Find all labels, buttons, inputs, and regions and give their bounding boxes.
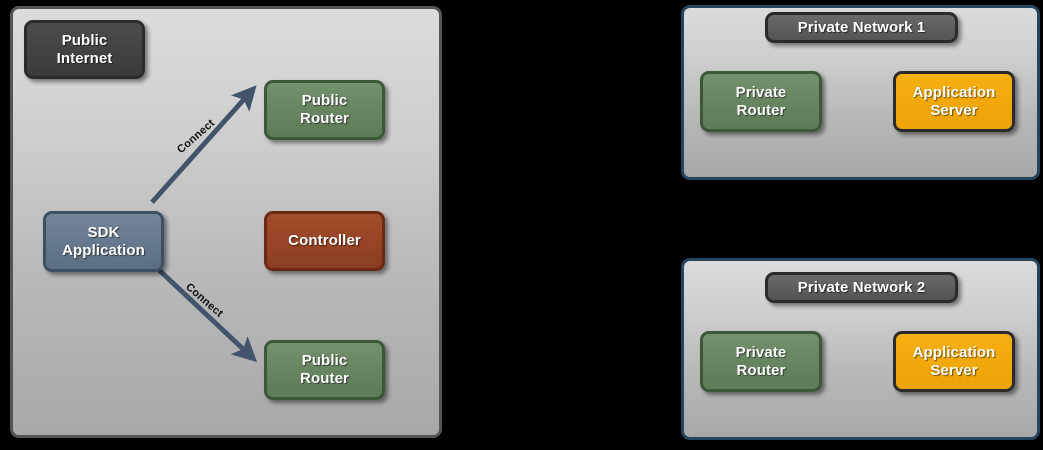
public-internet-line1: Public xyxy=(61,31,108,49)
public-router-2-line2: Router xyxy=(300,370,349,387)
application-server-2-line2: Server xyxy=(930,361,978,379)
application-server-node-1[interactable]: Application Server xyxy=(893,71,1015,132)
application-server-1-line1: Application xyxy=(912,83,996,101)
sdk-application-line1: SDK xyxy=(87,223,120,241)
public-internet-panel: Public Internet SDK Application Public R… xyxy=(10,6,442,438)
private-router-node-2[interactable]: Private Router xyxy=(700,331,822,392)
private-network-2-title: Private Network 2 xyxy=(797,278,926,296)
controller-node[interactable]: Controller xyxy=(264,211,385,271)
private-network-2-title-badge: Private Network 2 xyxy=(765,272,958,303)
sdk-application-node[interactable]: SDK Application xyxy=(43,211,164,272)
edge-label-connect-2: Connect xyxy=(183,281,226,320)
public-router-2-line1: Public xyxy=(301,352,348,369)
edge-sdk-to-router-2 xyxy=(150,261,258,363)
application-server-2-line1: Application xyxy=(912,343,996,361)
private-router-node-1[interactable]: Private Router xyxy=(700,71,822,132)
private-router-1-line1: Private xyxy=(735,83,787,101)
public-internet-line2: Internet xyxy=(56,49,113,67)
private-network-1-title-badge: Private Network 1 xyxy=(765,12,958,43)
private-router-2-line2: Router xyxy=(736,361,786,379)
sdk-application-line2: Application xyxy=(62,241,145,259)
application-server-1-line2: Server xyxy=(930,101,978,119)
edge-label-connect-1: Connect xyxy=(175,117,218,157)
edge-sdk-to-router-1 xyxy=(150,85,257,204)
private-network-1-title: Private Network 1 xyxy=(797,18,926,36)
public-router-1-line2: Router xyxy=(300,110,349,127)
public-router-node-1[interactable]: Public Router xyxy=(264,80,385,140)
controller-label: Controller xyxy=(288,232,361,249)
application-server-node-2[interactable]: Application Server xyxy=(893,331,1015,392)
private-router-1-line2: Router xyxy=(736,101,786,119)
public-router-node-2[interactable]: Public Router xyxy=(264,340,385,400)
public-internet-label-box: Public Internet xyxy=(24,20,145,79)
private-router-2-line1: Private xyxy=(735,343,787,361)
public-router-1-line1: Public xyxy=(301,92,348,109)
